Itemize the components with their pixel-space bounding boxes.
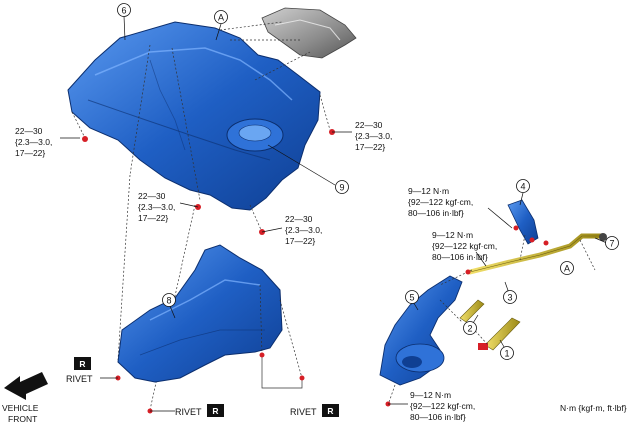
svg-text:5: 5 (409, 293, 414, 303)
callout-3: 3 (503, 290, 517, 304)
svg-text:8: 8 (166, 296, 171, 306)
torque-spec-module: 9—12 N·m {92—122 kgf·cm, 80—106 in·lbf} (410, 390, 475, 422)
svg-text:22—30: 22—30 (15, 126, 43, 136)
svg-text:{2.3—3.0,: {2.3—3.0, (355, 131, 392, 141)
heat-shield-upper (261, 7, 357, 59)
svg-text:7: 7 (609, 239, 614, 249)
svg-text:RIVET: RIVET (175, 407, 202, 417)
svg-text:22—30: 22—30 (138, 191, 166, 201)
callout-4: 4 (516, 179, 530, 193)
torque-spec-bracket: 9—12 N·m {92—122 kgf·cm, 80—106 in·lbf} (408, 186, 473, 218)
svg-text:R: R (79, 359, 85, 369)
svg-text:4: 4 (520, 182, 525, 192)
svg-text:R: R (212, 406, 218, 416)
rivet-label-left: R RIVET (66, 357, 93, 384)
svg-text:17—22}: 17—22} (15, 148, 45, 158)
rivet-label-bottom: RIVET R (175, 404, 224, 417)
torque-spec-mid: 22—30 {2.3—3.0, 17—22} (138, 191, 175, 223)
svg-text:{2.3—3.0,: {2.3—3.0, (138, 202, 175, 212)
shield-leader-lines (259, 284, 303, 379)
bracket-part-4 (507, 199, 539, 245)
svg-text:17—22}: 17—22} (355, 142, 385, 152)
vehicle-front-arrow: VEHICLE FRONT (2, 372, 48, 424)
fuel-tank (67, 21, 321, 211)
svg-text:{92—122 kgf·cm,: {92—122 kgf·cm, (410, 401, 475, 411)
callout-9: 9 (335, 180, 349, 194)
svg-text:9—12 N·m: 9—12 N·m (432, 230, 473, 240)
svg-text:17—22}: 17—22} (285, 236, 315, 246)
svg-text:22—30: 22—30 (355, 120, 383, 130)
svg-text:9—12 N·m: 9—12 N·m (408, 186, 449, 196)
hose-part-1 (478, 317, 521, 351)
torque-spec-lower: 22—30 {2.3—3.0, 17—22} (285, 214, 322, 246)
rivet-label-right: RIVET R (290, 404, 339, 417)
svg-text:80—106 in·lbf}: 80—106 in·lbf} (432, 252, 488, 262)
svg-text:9: 9 (339, 183, 344, 193)
tank-leader-lines (71, 21, 331, 361)
svg-text:VEHICLE: VEHICLE (2, 403, 39, 413)
rivet-leaders (261, 355, 303, 389)
svg-text:{2.3—3.0,: {2.3—3.0, (15, 137, 52, 147)
torque-spec-left: 22—30 {2.3—3.0, 17—22} (15, 126, 52, 158)
svg-text:22—30: 22—30 (285, 214, 313, 224)
callout-5: 5 (405, 290, 419, 304)
callout-2: 2 (463, 321, 477, 335)
units-note: N·m {kgf·m, ft·lbf} (560, 403, 627, 413)
svg-text:{2.3—3.0,: {2.3—3.0, (285, 225, 322, 235)
torque-spec-pipe: 9—12 N·m {92—122 kgf·cm, 80—106 in·lbf} (432, 230, 497, 262)
svg-text:R: R (327, 406, 333, 416)
svg-text:{92—122 kgf·cm,: {92—122 kgf·cm, (408, 197, 473, 207)
svg-text:3: 3 (507, 293, 512, 303)
torque-spec-right-top: 22—30 {2.3—3.0, 17—22} (355, 120, 392, 152)
svg-text:2: 2 (467, 324, 472, 334)
callout-1: 1 (500, 346, 514, 360)
hose-part-2 (459, 299, 485, 323)
svg-text:80—106 in·lbf}: 80—106 in·lbf} (410, 412, 466, 422)
svg-text:FRONT: FRONT (8, 414, 37, 424)
svg-text:6: 6 (121, 6, 126, 16)
svg-text:1: 1 (504, 349, 509, 359)
svg-text:RIVET: RIVET (66, 374, 93, 384)
svg-text:A: A (564, 264, 570, 274)
callout-a-right: A (560, 261, 574, 275)
callout-7: 7 (605, 236, 619, 250)
right-bolts (385, 225, 549, 407)
svg-text:RIVET: RIVET (290, 407, 317, 417)
filler-module-part-5 (379, 275, 463, 386)
filler-pipe (467, 233, 607, 275)
callout-8: 8 (162, 293, 176, 307)
svg-text:A: A (218, 13, 224, 23)
callout-a-top: A (214, 10, 228, 24)
callout-6: 6 (117, 3, 131, 17)
heat-shield-lower (117, 244, 283, 383)
svg-text:17—22}: 17—22} (138, 213, 168, 223)
svg-text:9—12 N·m: 9—12 N·m (410, 390, 451, 400)
svg-text:80—106 in·lbf}: 80—106 in·lbf} (408, 208, 464, 218)
svg-text:{92—122 kgf·cm,: {92—122 kgf·cm, (432, 241, 497, 251)
